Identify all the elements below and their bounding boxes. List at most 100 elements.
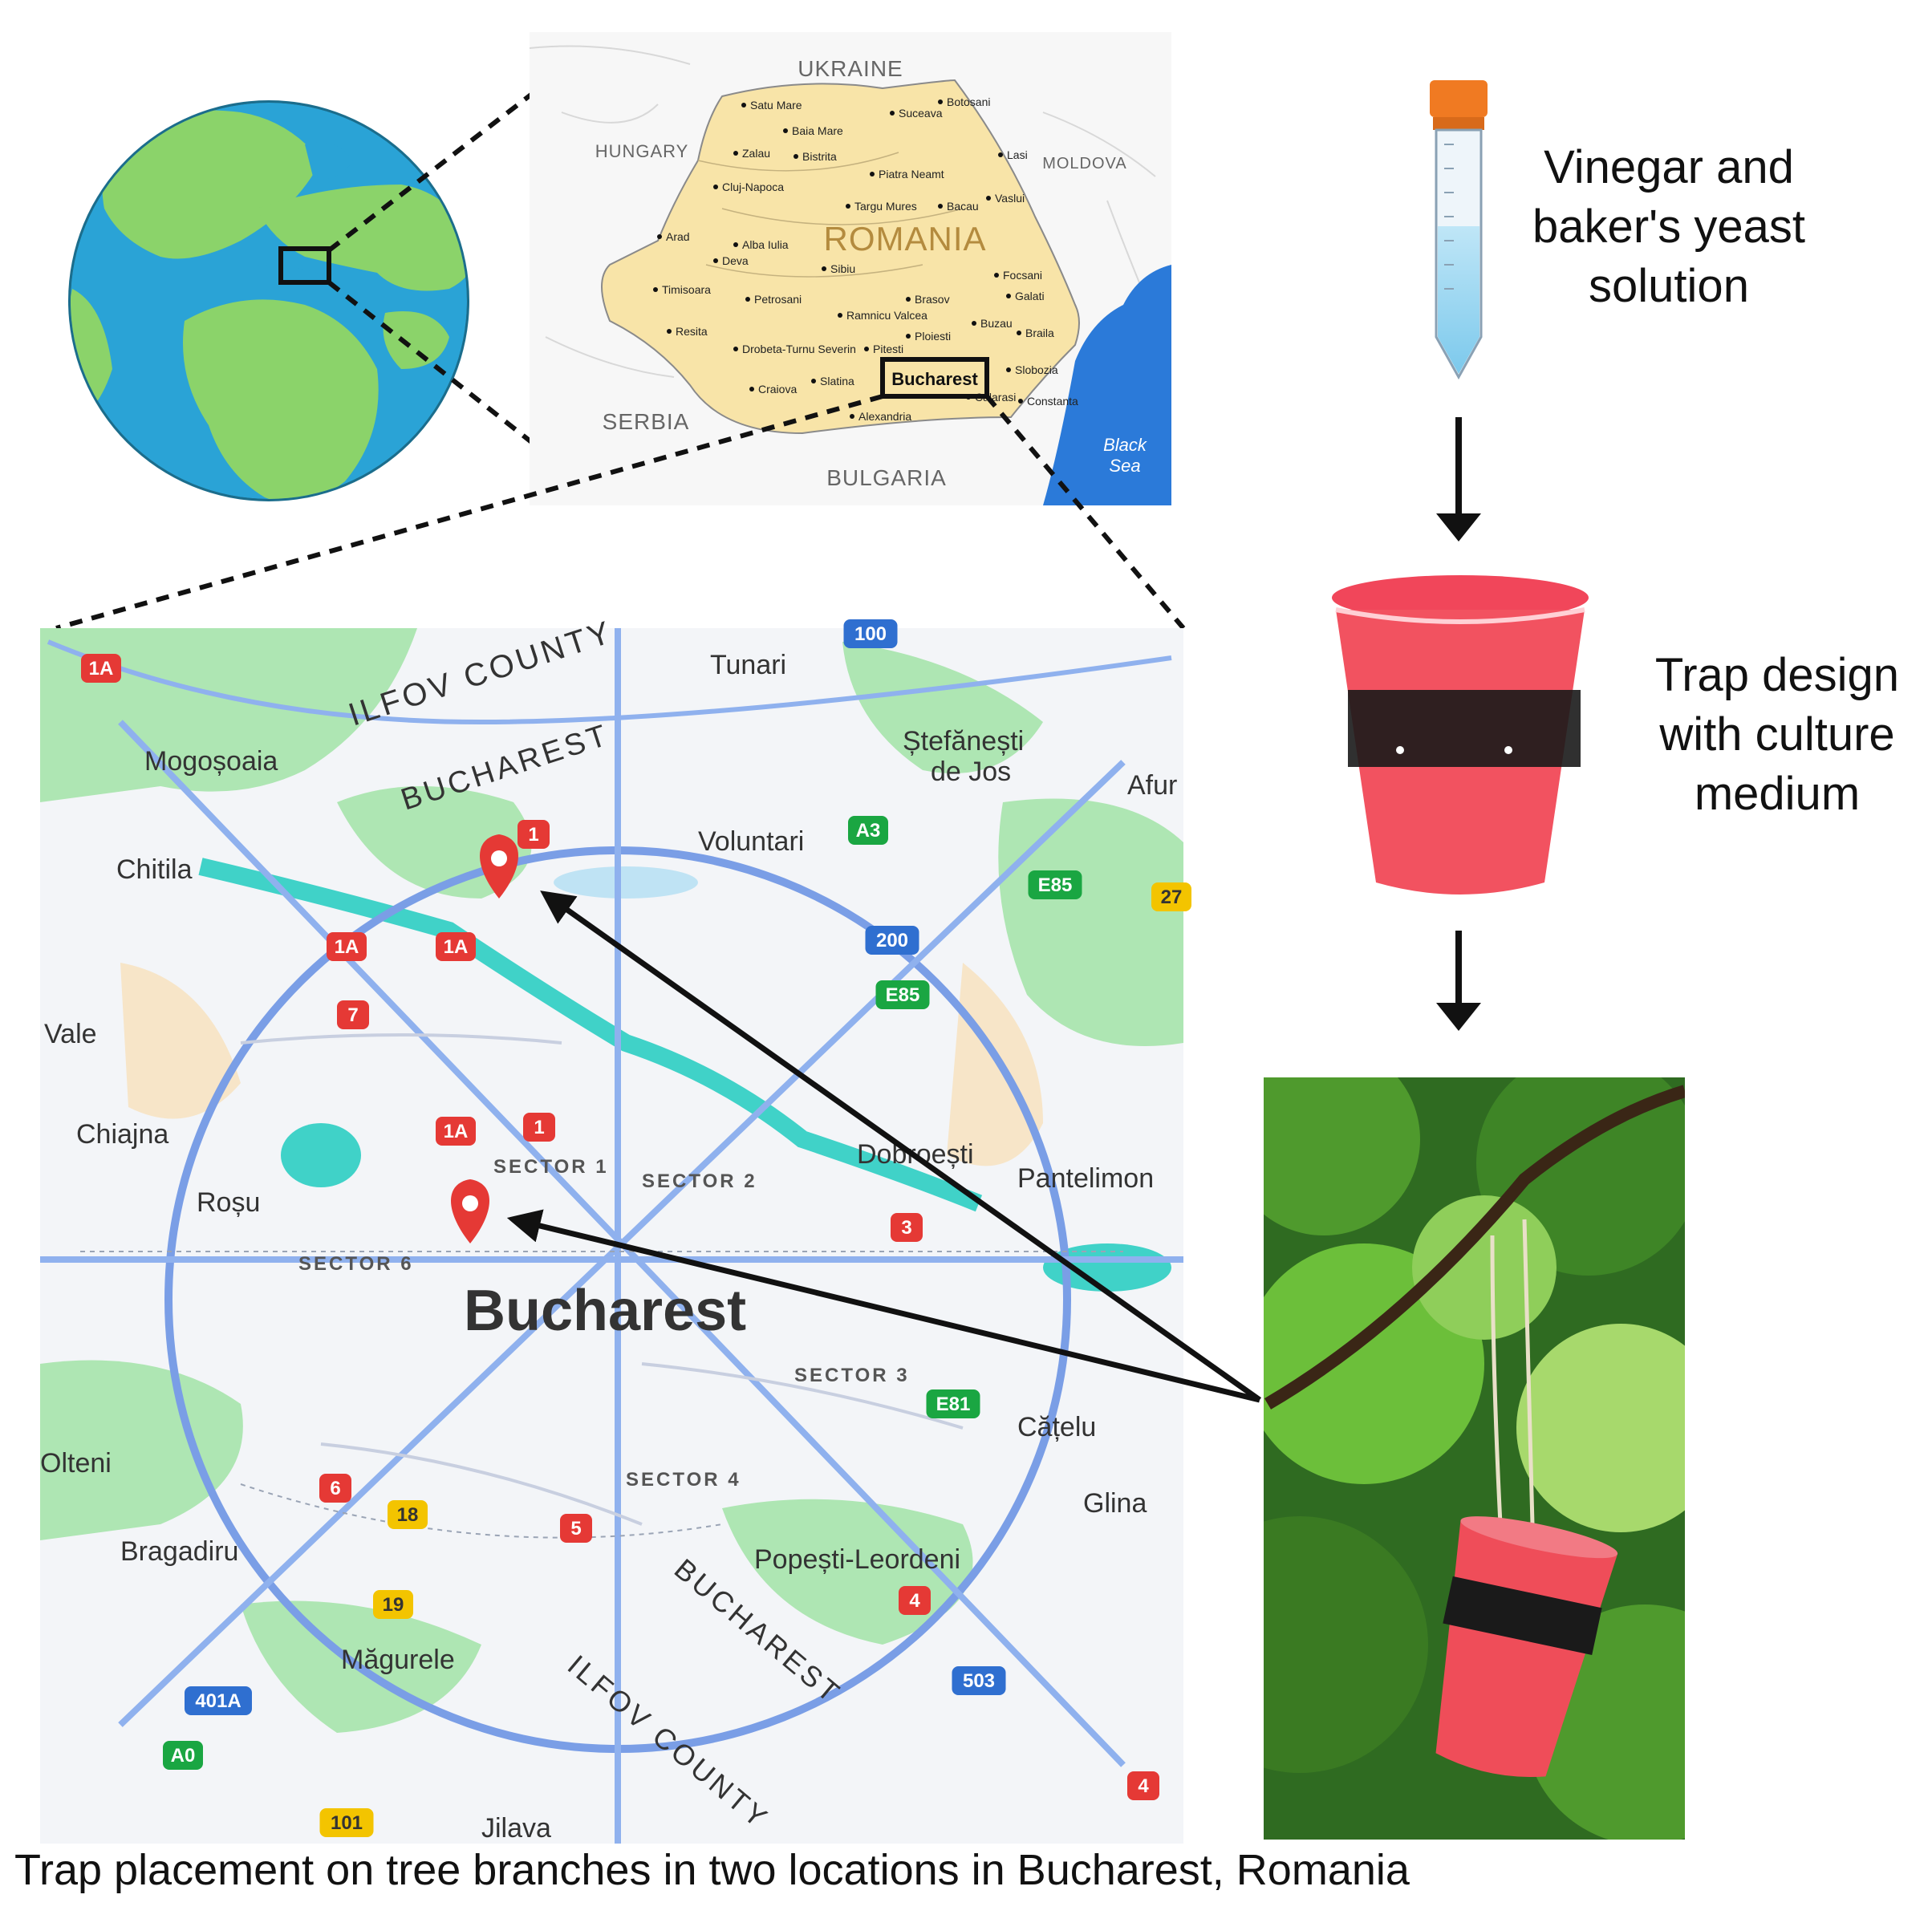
city-dot: [998, 152, 1003, 157]
road-shield-label: 1A: [89, 658, 114, 680]
road-shield-label: 1: [528, 824, 538, 846]
trap-cup-illustration: [1332, 575, 1589, 895]
road-shield-label: E85: [886, 984, 920, 1006]
city-dot: [713, 185, 718, 189]
city-label: Bacau: [947, 200, 979, 213]
tree-photo: [1264, 1077, 1685, 1840]
country-label-serbia: SERBIA: [603, 409, 690, 434]
road-shield-label: 1A: [335, 936, 359, 958]
city-dot: [653, 287, 658, 292]
city-label: Ploiesti: [915, 330, 951, 343]
city-label: Arad: [666, 230, 690, 243]
city-label: Timisoara: [662, 283, 711, 296]
city-label: Targu Mures: [854, 200, 917, 213]
road-shield: [319, 1474, 351, 1503]
connector-line: [55, 394, 883, 631]
globe: [68, 100, 469, 501]
city-label: Zalau: [742, 147, 770, 160]
city-label: Satu Mare: [750, 99, 802, 112]
road-shield: [1127, 1771, 1159, 1800]
connector-line: [327, 38, 603, 253]
connector-line: [984, 395, 1186, 630]
country-label-moldova: MOLDOVA: [1042, 155, 1127, 172]
city-label: Craiova: [758, 383, 797, 396]
road-shield: [899, 1586, 931, 1615]
globe-romania-box: [278, 246, 331, 285]
city-dot: [1018, 399, 1023, 404]
place-label: Ștefănești: [903, 726, 1024, 757]
place-label: Tunari: [710, 650, 786, 680]
city-label: Constanta: [1027, 395, 1078, 408]
city-label: Alba Iulia: [742, 238, 789, 251]
road-shield: [523, 1113, 555, 1142]
road-shield-label: 3: [901, 1217, 911, 1239]
tube-illustration: [1430, 80, 1488, 380]
road-shield: [388, 1500, 428, 1529]
city-dot: [783, 128, 788, 133]
city-label: Suceava: [899, 107, 943, 120]
road-shield-label: 100: [854, 623, 887, 645]
city-dot: [938, 204, 943, 209]
city-dot: [811, 379, 816, 383]
city-label: Botosani: [947, 95, 990, 108]
city-label: Sibiu: [830, 262, 855, 275]
city-dot: [1006, 367, 1011, 372]
city-label: Baia Mare: [792, 124, 843, 137]
road-shield-label: 401A: [195, 1690, 241, 1712]
road-shield-label: 1: [534, 1117, 544, 1138]
country-label-ukraine: UKRAINE: [798, 56, 903, 81]
place-label: Roșu: [197, 1187, 260, 1218]
road-shield-label: A0: [171, 1745, 196, 1767]
city-dot: [657, 234, 662, 239]
road-shield: [518, 820, 550, 849]
city-dot: [890, 111, 895, 116]
romania-shape: [601, 79, 1080, 435]
city-dot: [713, 258, 718, 263]
arrow-to-north-marker: [540, 890, 1262, 1402]
city-dot: [870, 172, 875, 176]
black-sea: [1043, 265, 1171, 505]
road-shield-label: 503: [963, 1670, 995, 1692]
city-label: Vaslui: [995, 192, 1025, 205]
city-label: Ramnicu Valcea: [846, 309, 927, 322]
city-dot: [906, 297, 911, 302]
place-label: Popești-Leordeni: [754, 1544, 960, 1575]
figure-caption: Trap placement on tree branches in two l…: [14, 1846, 1410, 1894]
road-shield: [926, 1389, 980, 1418]
place-label: Cățelu: [1017, 1412, 1096, 1442]
country-label-bulgaria: BULGARIA: [826, 465, 947, 490]
vinegar-text: Vinegar and baker's yeast solution: [1532, 141, 1805, 312]
city-label: Resita: [676, 325, 708, 338]
city-dot: [733, 242, 738, 247]
place-label: Măgurele: [341, 1645, 455, 1675]
sector-label: SECTOR 6: [298, 1253, 414, 1275]
country-label-romania: ROMANIA: [823, 220, 986, 258]
road-shield-label: 18: [397, 1504, 419, 1526]
city-label: Focsani: [1003, 269, 1042, 282]
city-dot: [749, 387, 754, 391]
city-label: Pitesti: [873, 343, 903, 355]
place-label: Vale: [44, 1019, 97, 1049]
trap-marker-south: [451, 1179, 489, 1243]
place-label: Chiajna: [76, 1119, 168, 1150]
road-shield: [560, 1514, 592, 1543]
city-label: Bistrita: [802, 150, 837, 163]
road-shield-label: 5: [570, 1518, 581, 1540]
road-shield-label: 4: [909, 1590, 920, 1612]
city-label: Galati: [1015, 290, 1045, 302]
city-dot: [733, 347, 738, 351]
road-shield-label: A3: [856, 820, 881, 842]
road-shield: [319, 1808, 374, 1837]
city-dot: [838, 313, 842, 318]
road-shield-label: 1A: [444, 1121, 469, 1142]
road-shield-label: E85: [1038, 874, 1073, 896]
city-label: Petrosani: [754, 293, 802, 306]
sector-label: SECTOR 4: [626, 1469, 741, 1491]
city-label: Slobozia: [1015, 363, 1058, 376]
city-dot: [846, 204, 850, 209]
trap-design-text: Trap design with culture medium: [1654, 649, 1900, 820]
place-label: Bragadiru: [120, 1536, 238, 1567]
road-shield-label: 4: [1138, 1775, 1149, 1797]
city-dot: [745, 297, 750, 302]
road-shield: [952, 1666, 1006, 1695]
